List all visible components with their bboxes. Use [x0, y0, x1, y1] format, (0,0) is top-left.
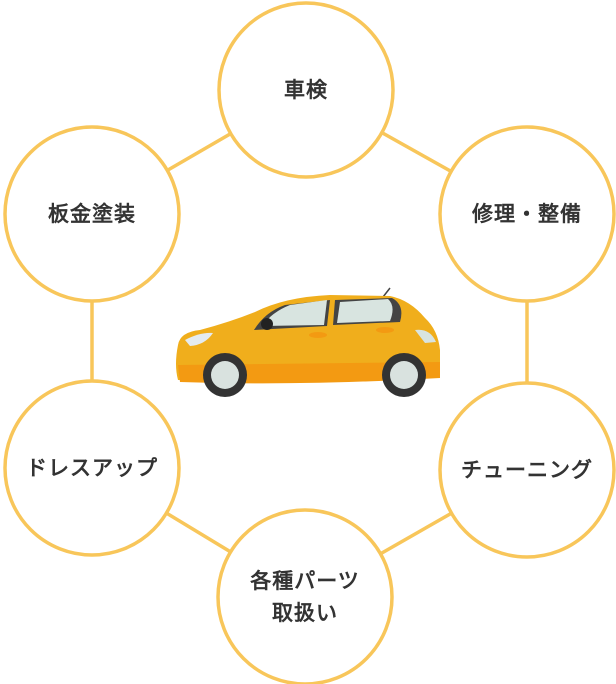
node-repair-maintenance: 修理・整備 [472, 202, 582, 226]
node-tuning: チューニング [461, 458, 593, 482]
node-bodywork-paint: 板金塗装 [48, 202, 136, 226]
node-circle [3, 379, 181, 557]
car-icon [176, 287, 440, 397]
node-circle [217, 1, 395, 179]
node-circle [216, 508, 394, 684]
node-parts-line1: 各種パーツ [250, 569, 360, 593]
node-circle [438, 125, 616, 303]
node-parts-line2: 取扱い [272, 601, 338, 625]
node-shaken: 車検 [284, 78, 328, 102]
node-parts: 各種パーツ 取扱い [220, 565, 390, 629]
node-dress-up: ドレスアップ [26, 456, 158, 480]
node-circle [3, 125, 181, 303]
node-circle [438, 381, 616, 559]
